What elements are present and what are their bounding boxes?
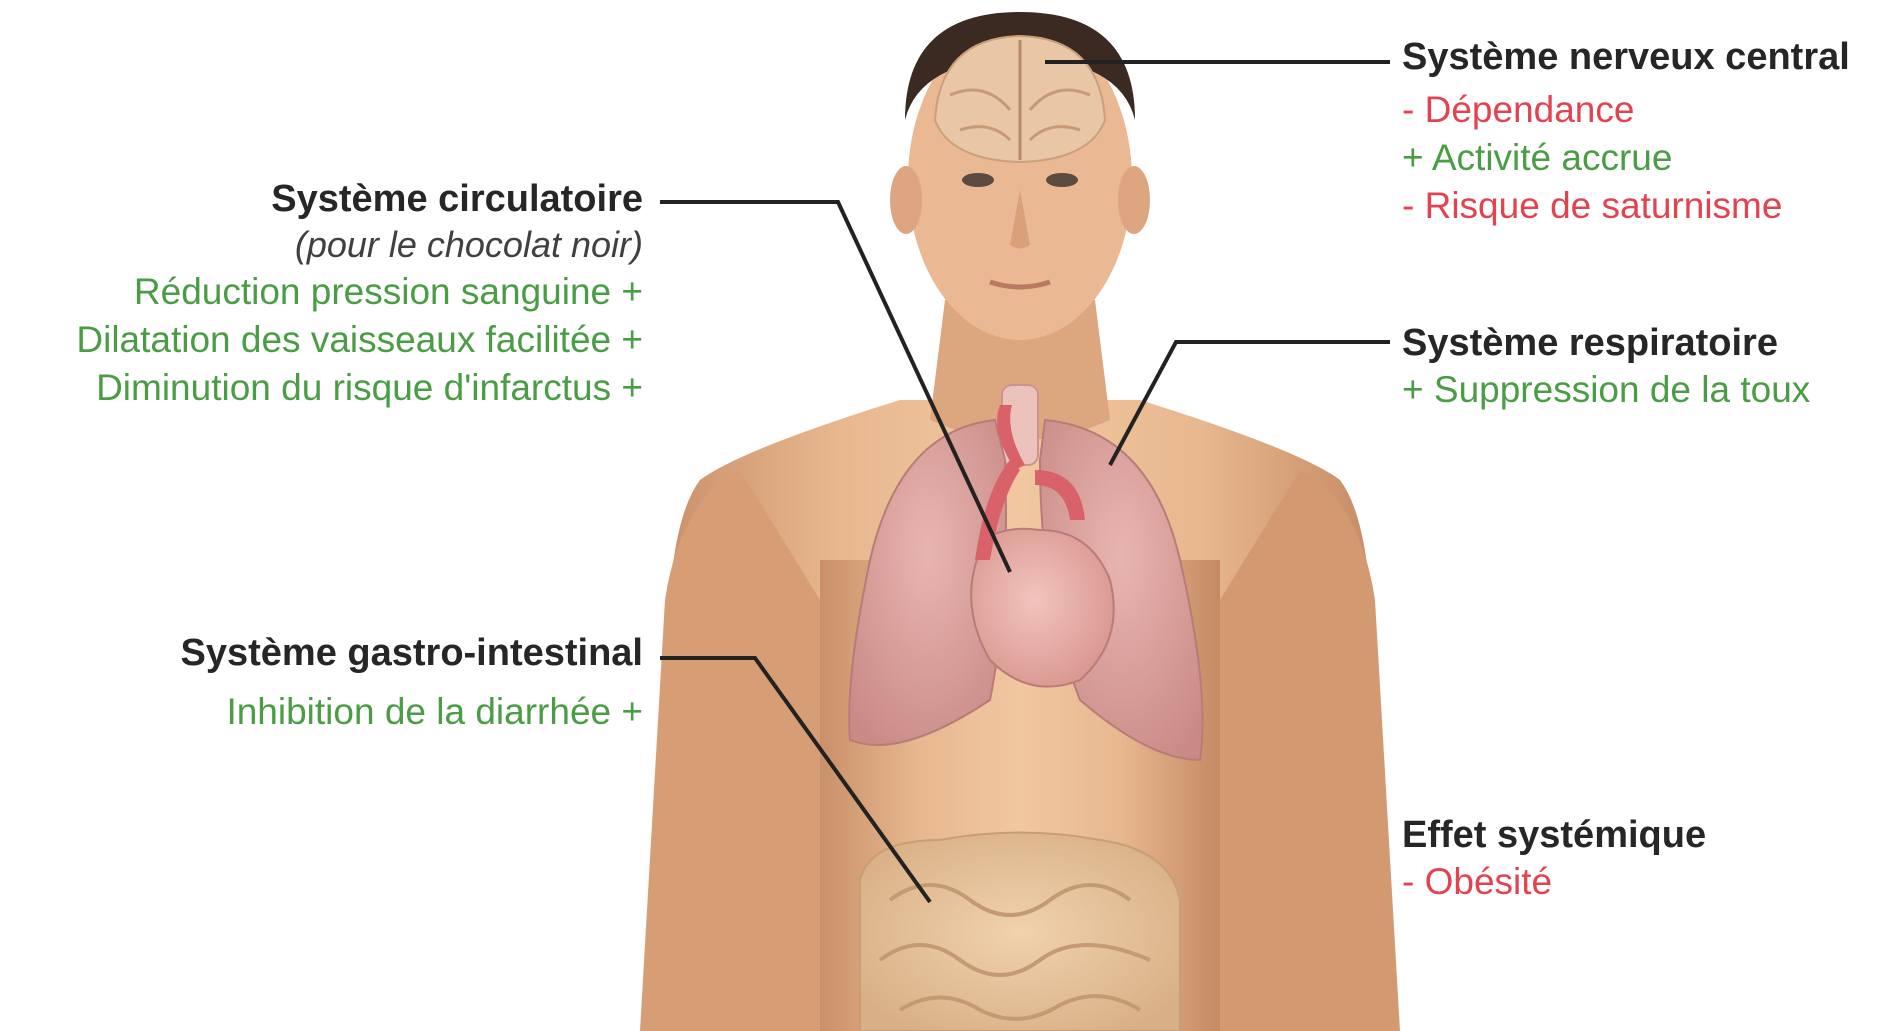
effect-sign: - [1402,861,1414,902]
effect-text: Dépendance [1425,89,1635,130]
heart [971,529,1114,687]
cns-item: - Dépendance [1402,86,1850,134]
cns-item: + Activité accrue [1402,134,1850,182]
effect-text: Activité accrue [1432,137,1673,178]
effect-text: Risque de saturnisme [1425,185,1783,226]
effect-sign: - [1402,185,1414,226]
gastro-title: Système gastro-intestinal [181,630,643,676]
effect-sign: + [621,319,643,360]
gastro-item: Inhibition de la diarrhée + [181,688,643,736]
effect-text: Dilatation des vaisseaux facilitée [76,319,611,360]
circulatory-title: Système circulatoire [76,176,643,222]
effect-sign: + [621,367,643,408]
effect-text: Réduction pression sanguine [134,271,611,312]
respiratory-item: + Suppression de la toux [1402,366,1810,414]
systemic-title: Effet systémique [1402,812,1706,858]
respiratory-title: Système respiratoire [1402,320,1810,366]
effect-text: Suppression de la toux [1434,369,1810,410]
intestines [860,833,1180,1031]
effect-sign: - [1402,89,1414,130]
effect-text: Inhibition de la diarrhée [226,691,611,732]
respiratory-group: Système respiratoire + Suppression de la… [1402,320,1810,414]
gastro-group: Système gastro-intestinal Inhibition de … [181,630,643,736]
cns-title: Système nerveux central [1402,34,1850,80]
effect-text: Diminution du risque d'infarctus [96,367,611,408]
systemic-item: - Obésité [1402,858,1706,906]
circulatory-group: Système circulatoire (pour le chocolat n… [76,176,643,412]
circulatory-item: Dilatation des vaisseaux facilitée + [76,316,643,364]
systemic-group: Effet systémique - Obésité [1402,812,1706,906]
effect-sign: + [621,691,643,732]
cns-group: Système nerveux central - Dépendance + A… [1402,34,1850,230]
cns-item: - Risque de saturnisme [1402,182,1850,230]
effect-text: Obésité [1425,861,1553,902]
circulatory-item: Réduction pression sanguine + [76,268,643,316]
circulatory-subtitle: (pour le chocolat noir) [76,222,643,268]
effect-sign: + [1402,369,1424,410]
effect-sign: + [1402,137,1424,178]
effect-sign: + [621,271,643,312]
circulatory-item: Diminution du risque d'infarctus + [76,364,643,412]
